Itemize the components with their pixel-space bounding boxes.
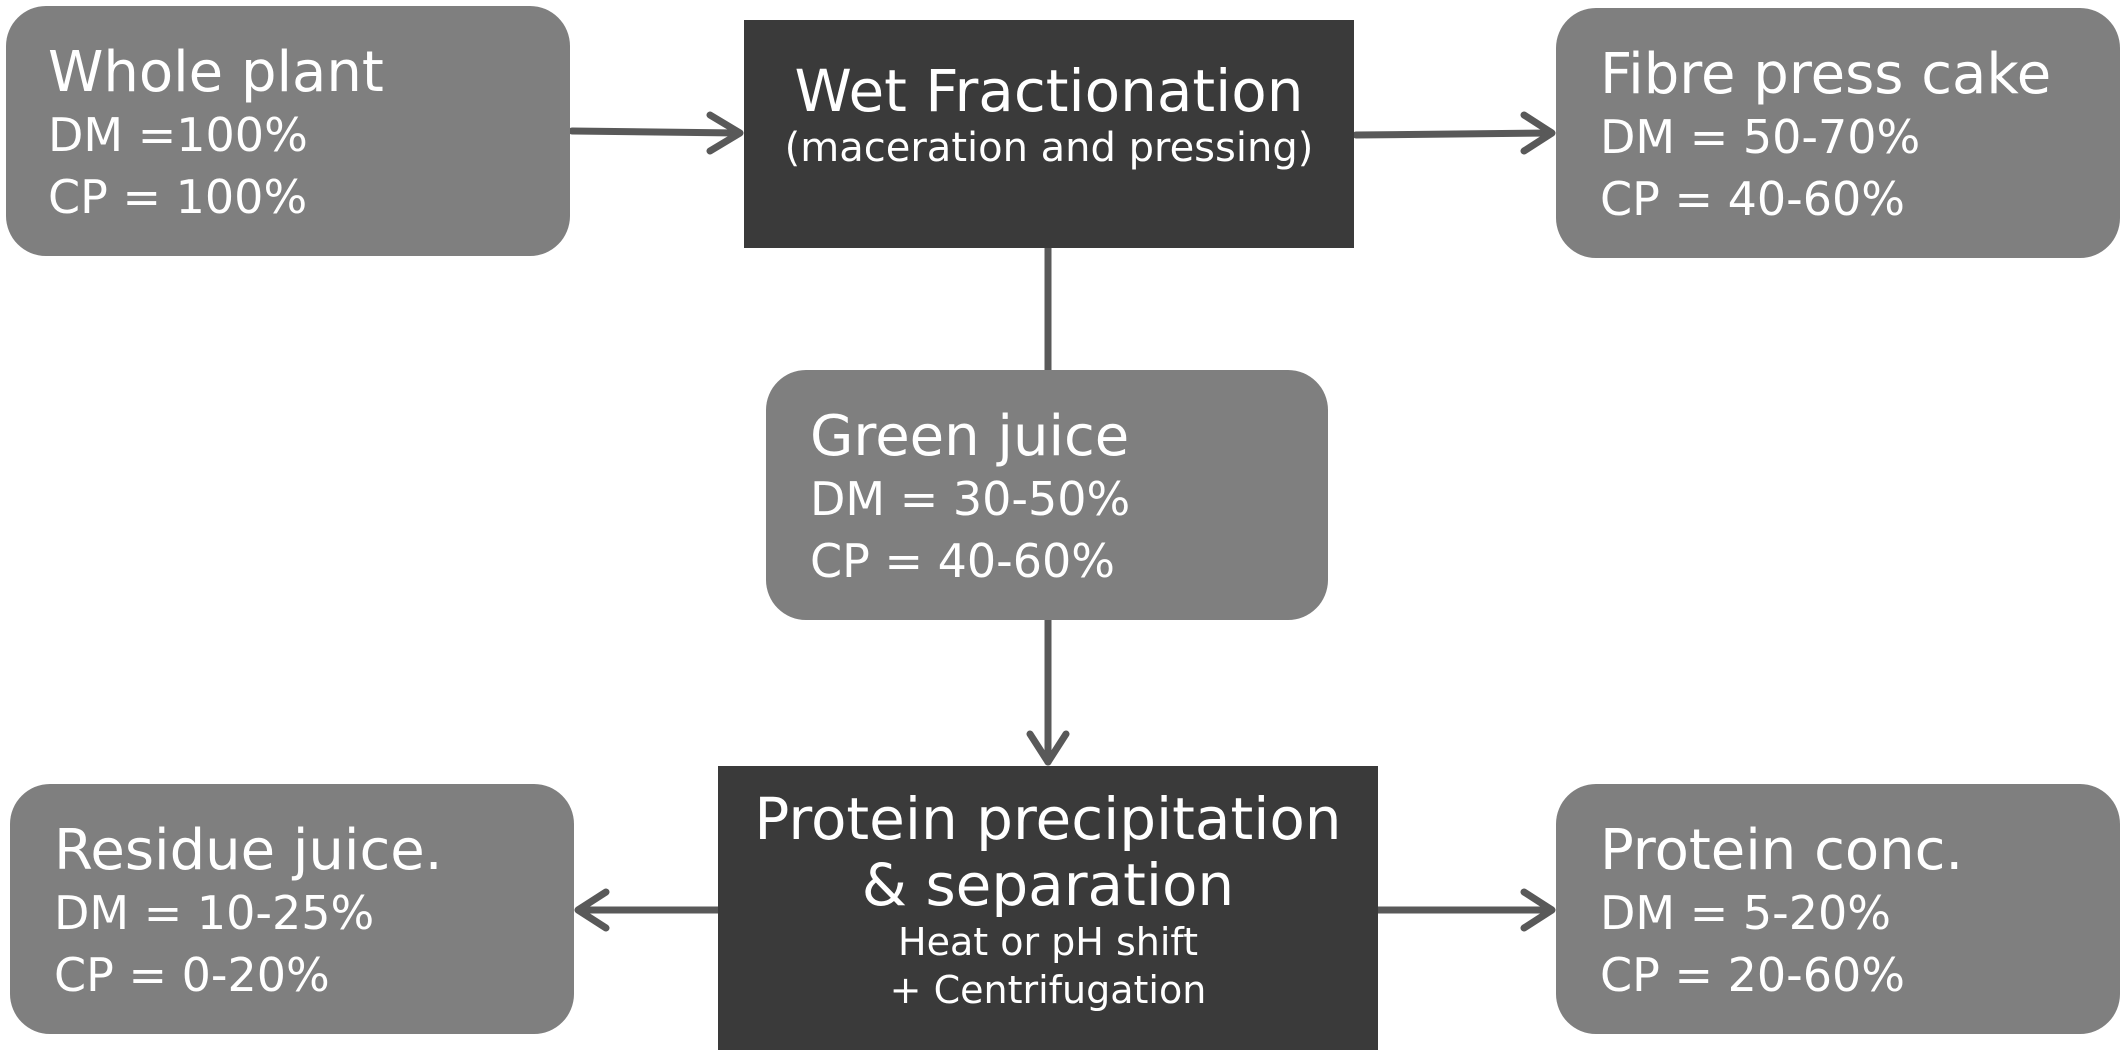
arrowhead-protein-conc — [1520, 888, 1556, 932]
node-cp-value: CP = 40-60% — [1600, 172, 1906, 226]
node-wet-fractionation: Wet Fractionation (maceration and pressi… — [744, 20, 1354, 248]
arrow-wet-fractionation-to-fibre-press-cake — [1352, 129, 1554, 139]
node-title: Fibre press cake — [1600, 42, 2052, 107]
node-title: Wet Fractionation — [794, 57, 1304, 125]
arrow-whole-plant-to-wet-fractionation — [568, 127, 742, 137]
node-title-line-2: & separation — [861, 851, 1235, 919]
node-protein-conc: Protein conc. DM = 5-20% CP = 20-60% — [1556, 784, 2120, 1034]
node-title-line-1: Protein precipitation — [754, 785, 1342, 853]
node-dm-value: DM = 50-70% — [1600, 110, 1921, 164]
node-title: Whole plant — [48, 40, 384, 105]
node-cp-value: CP = 100% — [48, 170, 308, 224]
node-cp-value: CP = 0-20% — [54, 948, 330, 1002]
node-fibre-press-cake: Fibre press cake DM = 50-70% CP = 40-60% — [1556, 8, 2120, 258]
node-title: Protein conc. — [1600, 818, 1964, 883]
node-dm-value: DM = 10-25% — [54, 886, 375, 940]
node-method-line-2: + Centrifugation — [889, 968, 1207, 1012]
node-dm-value: DM =100% — [48, 108, 308, 162]
node-method-line-1: Heat or pH shift — [898, 920, 1198, 964]
node-residue-juice: Residue juice. DM = 10-25% CP = 0-20% — [10, 784, 574, 1034]
node-green-juice: Green juice DM = 30-50% CP = 40-60% — [766, 370, 1328, 620]
node-dm-value: DM = 5-20% — [1600, 886, 1892, 940]
arrowhead-wet-fractionation — [706, 111, 744, 155]
node-whole-plant: Whole plant DM =100% CP = 100% — [6, 6, 570, 256]
node-cp-value: CP = 20-60% — [1600, 948, 1906, 1002]
node-cp-value: CP = 40-60% — [810, 534, 1116, 588]
node-subtitle: (maceration and pressing) — [784, 125, 1314, 171]
node-title: Residue juice. — [54, 818, 443, 883]
node-dm-value: DM = 30-50% — [810, 472, 1131, 526]
arrowhead-residue-juice — [574, 888, 610, 932]
node-protein-precipitation: Protein precipitation & separation Heat … — [718, 766, 1378, 1050]
arrowhead-protein-precipitation — [1026, 730, 1070, 766]
arrowhead-fibre-press-cake — [1520, 111, 1556, 155]
node-title: Green juice — [810, 404, 1130, 469]
